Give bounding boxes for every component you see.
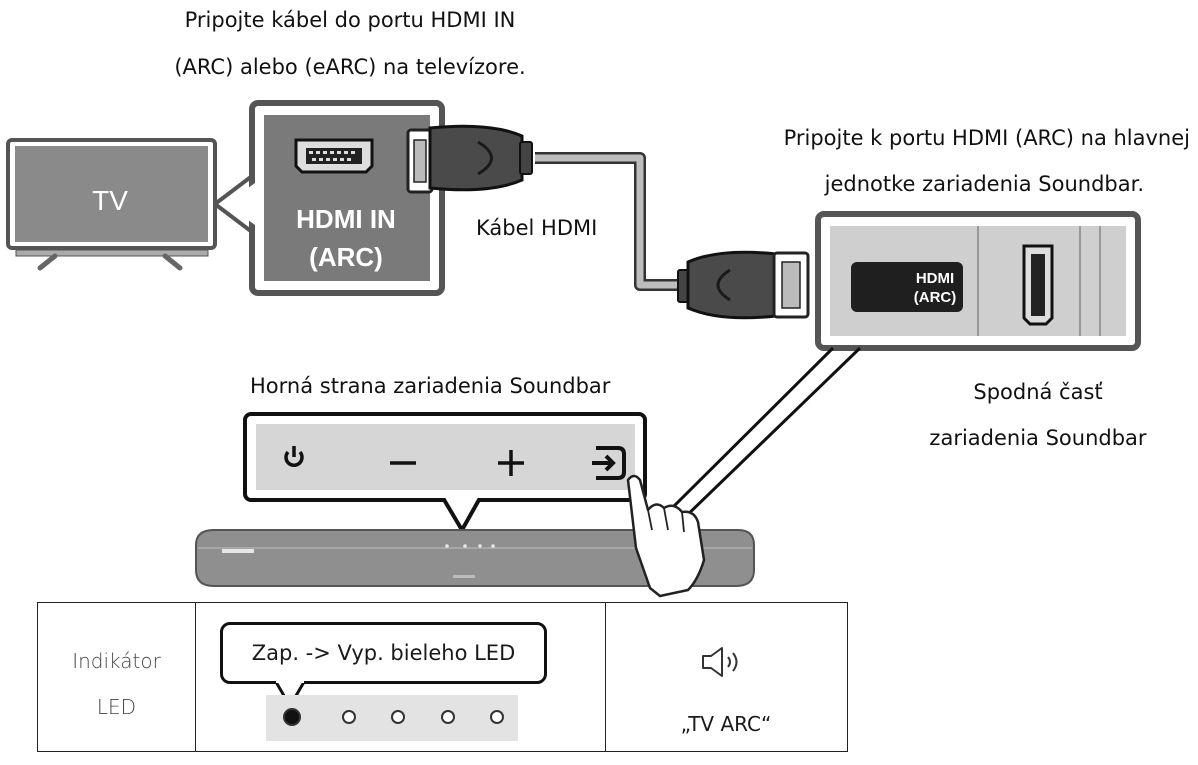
connection-illustration: TV HDMI IN (ARC) [6,100,1141,598]
soundbar-port-caption-line2: jednotke zariadenia Soundbar. [824,172,1144,196]
led-indicator-table: Indikátor LED [37,602,848,752]
led-label-line1: Indikátor [72,649,161,673]
led-dot [490,710,504,724]
led-label-line2: LED [96,695,137,719]
power-icon [284,446,304,468]
led-dot [342,710,356,724]
top-side-caption: Horná strana zariadenia Soundbar [250,374,611,398]
soundbar-port-label-line2: (ARC) [914,289,957,306]
led-label-cell: Indikátor LED [38,603,195,751]
hdmi-plug-soundbar-end [677,250,810,320]
led-display-cell [605,603,847,751]
hdmi-plug-tv-end [406,124,533,194]
source-input-icon [592,446,626,480]
tv-label: TV [92,185,128,216]
plus-icon [498,450,524,476]
cable-caption: Kábel HDMI [476,216,598,240]
hdmi-arc-port-icon [1022,244,1054,326]
soundbar-port-label-line1: HDMI [916,270,954,287]
led-state-cell [195,603,605,751]
tv-illustration: TV [6,138,217,271]
bottom-side-caption-line1: Spodná časť [973,380,1103,404]
tv-port-label-line1: HDMI IN [296,204,396,234]
led-status-text: „TV ARC“ [680,712,772,736]
tv-port-label-line2: (ARC) [309,242,383,272]
speaker-sound-icon [702,647,738,677]
led-dot [441,710,455,724]
hdmi-in-port-icon [294,138,374,174]
led-dot [283,708,301,726]
led-callout: Zap. -> Vyp. bieleho LED [220,622,547,684]
finger-icon [626,474,706,598]
soundbar-port-caption-line1: Pripojte k portu HDMI (ARC) na hlavnej [783,126,1190,150]
tv-port-caption-line1: Pripojte kábel do portu HDMI IN [184,8,516,32]
led-dot [391,710,405,724]
bottom-side-caption-line2: zariadenia Soundbar [929,426,1147,450]
tv-port-caption-line2: (ARC) alebo (eARC) na televízore. [174,55,526,79]
